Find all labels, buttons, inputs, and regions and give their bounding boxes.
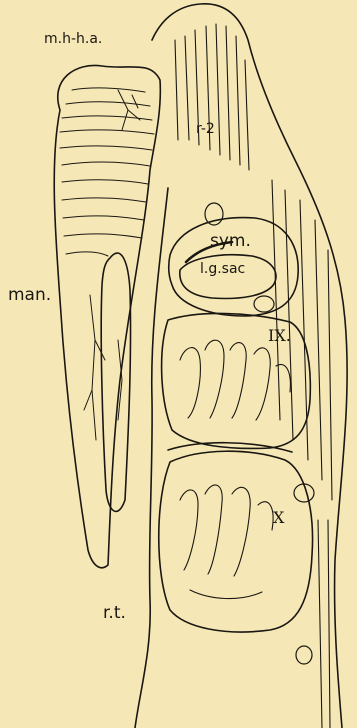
label-mhha: m.h-h.a. <box>44 32 102 46</box>
label-man: man. <box>8 287 51 304</box>
mandible-outline <box>54 65 160 567</box>
outer-outline-left <box>135 188 168 728</box>
mandible-inner <box>101 253 130 511</box>
label-sym: sym. <box>210 233 251 250</box>
nerve-branches <box>84 90 140 440</box>
gill-lamellae-x <box>180 485 273 599</box>
label-ix: IX. <box>268 328 291 344</box>
label-rt: r.t. <box>103 605 126 622</box>
label-r12: r-2 <box>196 122 215 136</box>
label-lgsac: l.g.sac <box>200 262 245 276</box>
mandible-stripes <box>60 88 154 256</box>
gill-lamellae-ix <box>180 340 290 420</box>
label-x: X <box>273 510 284 526</box>
gill-arch-x <box>159 451 313 632</box>
